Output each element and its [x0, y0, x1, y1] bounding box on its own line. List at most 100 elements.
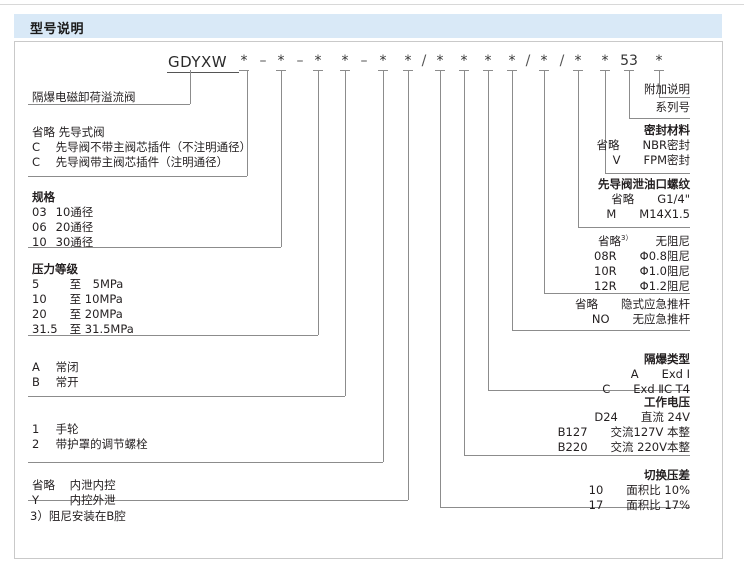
legend-code: 10 [32, 292, 47, 306]
legend-underline-adjustment-type [28, 462, 383, 463]
tick-0 [239, 70, 249, 71]
legend-group-pilot-drain-thread: 先导阀泄油口螺纹省略 G1/4"M M14X1.5 [430, 177, 690, 222]
legend-code-superscript: 3） [621, 234, 633, 242]
legend-desc: 20通径 [52, 220, 94, 234]
legend-desc: M14X1.5 [639, 207, 690, 221]
legend-row: 省略 内泄内控 [32, 478, 116, 493]
model-code-token-6: – [360, 53, 368, 69]
legend-code: C [602, 382, 611, 396]
model-code-token-12: * [484, 53, 492, 69]
legend-code: B [32, 375, 40, 389]
model-code-token-15: * [540, 53, 548, 69]
legend-code: B220 [557, 440, 588, 454]
model-code-token-3: – [296, 53, 304, 69]
model-code-prefix-underline [167, 72, 239, 73]
legend-code: Y [32, 493, 40, 507]
legend-desc: NBR密封 [642, 138, 690, 152]
model-code-token-20: * [655, 53, 663, 69]
legend-gap [639, 367, 662, 381]
model-code-token-5: * [341, 53, 349, 69]
legend-row: 10 至 10MPa [32, 292, 134, 307]
legend-row: 2 带护罩的调节螺栓 [32, 437, 148, 452]
legend-row: B127 交流127V 本整 [430, 425, 690, 440]
legend-desc: 附加说明 [644, 82, 690, 96]
legend-row: C Exd ⅡC T4 [430, 382, 690, 397]
legend-desc: 面积比 10% [626, 483, 690, 497]
legend-code: 省略 [32, 125, 55, 139]
legend-code: M [606, 207, 617, 221]
top-divider [0, 4, 744, 5]
legend-row: 规格 [32, 190, 93, 205]
model-code-token-11: * [460, 53, 468, 69]
legend-riser-pilot-type [247, 70, 248, 176]
legend-code: A [630, 367, 639, 381]
model-code-token-0: * [240, 53, 248, 69]
legend-underline-valve-function [28, 396, 345, 397]
legend-desc: 内泄内控 [66, 478, 116, 492]
legend-riser-switching-pressure-difference [440, 70, 441, 507]
legend-underline-seal-material [605, 173, 690, 174]
legend-underline-explosion-proof-type [488, 390, 690, 391]
legend-riser-series-number [629, 70, 630, 118]
legend-desc: 交流 220V本整 [610, 440, 690, 454]
legend-desc: 系列号 [655, 100, 691, 114]
legend-underline-working-voltage [464, 455, 690, 456]
legend-gap [603, 498, 626, 512]
legend-underline-pilot-drain-thread [578, 227, 690, 228]
legend-row: 12R Φ1.2阻尼 [430, 279, 690, 294]
legend-code: D24 [594, 410, 618, 424]
legend-code: NO [591, 312, 610, 326]
legend-code: 06 [32, 220, 47, 234]
legend-desc: G1/4" [657, 192, 690, 206]
legend-gap [588, 440, 611, 454]
legend-desc: 至 5MPa [66, 277, 124, 291]
legend-riser-additional-note [659, 70, 660, 97]
model-code-token-1: – [259, 53, 267, 69]
legend-riser-drain-control [408, 70, 409, 500]
legend-code: 省略 [32, 478, 55, 492]
legend-desc: 至 20MPa [66, 307, 123, 321]
legend-code: 省略 [596, 138, 620, 152]
legend-underline-damping-orifice [544, 293, 690, 294]
legend-desc: 先导阀带主阀芯插件（注明通径） [52, 155, 229, 169]
legend-riser-size [281, 70, 282, 247]
legend-riser-damping-orifice [544, 70, 545, 293]
legend-row: 隔爆电磁卸荷溢流阀 [32, 90, 136, 105]
legend-code: 10 [588, 483, 604, 497]
legend-code: 压力等级 [32, 262, 78, 276]
model-code-prefix: GDYXW [168, 53, 228, 71]
legend-desc: Φ1.2阻尼 [639, 278, 690, 293]
model-code-token-10: * [436, 53, 444, 69]
legend-row: 省略3） 无阻尼 [430, 231, 690, 249]
legend-code: 10R [594, 263, 617, 278]
legend-desc: FPM密封 [643, 153, 690, 167]
legend-desc: Φ0.8阻尼 [639, 248, 690, 263]
model-code-token-18: * [601, 53, 609, 69]
legend-code: 08R [594, 248, 617, 263]
legend-underline-series-number [629, 118, 690, 119]
legend-desc: 密封材料 [644, 123, 690, 137]
legend-riser-working-voltage [464, 70, 465, 455]
legend-code: 17 [588, 498, 604, 512]
legend-gap [620, 138, 643, 152]
legend-code: 2 [32, 437, 40, 451]
legend-desc: 内控外泄 [66, 493, 116, 507]
legend-desc: Exd ⅡC T4 [633, 382, 690, 396]
legend-row: 切换压差 [430, 468, 690, 483]
legend-gap [633, 234, 656, 248]
legend-row: 压力等级 [32, 262, 134, 277]
legend-desc: 无应急推杆 [632, 312, 691, 326]
model-code-token-2: * [277, 53, 285, 69]
legend-desc: 面积比 17% [626, 498, 690, 512]
legend-group-series-number: 系列号 [430, 100, 691, 115]
model-code-line: GDYXW *–*–**–**/****/*/**53* [0, 0, 744, 73]
legend-code: 5 [32, 277, 40, 291]
legend-desc: 30通径 [52, 235, 94, 249]
legend-row: 10 面积比 10% [430, 483, 690, 498]
